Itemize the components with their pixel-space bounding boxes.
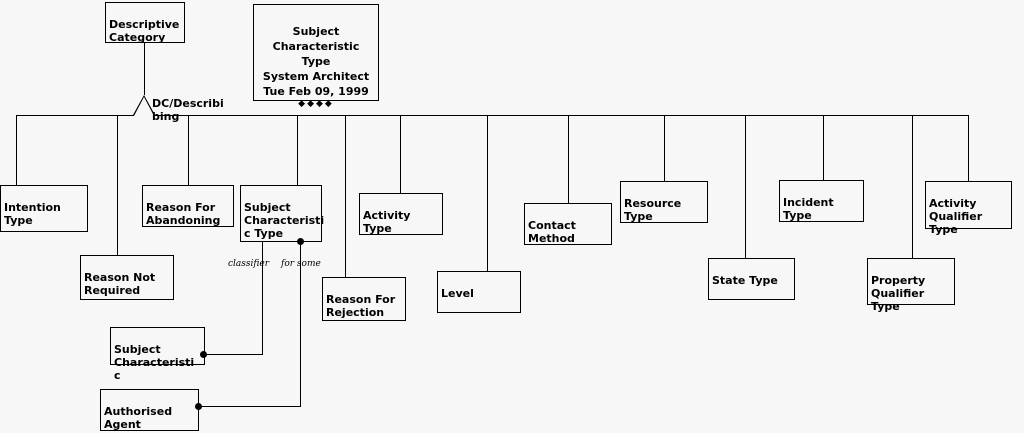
- class-box-resource-type[interactable]: Resource Type: [620, 181, 708, 223]
- class-box-descriptive-category[interactable]: Descriptive Category: [105, 2, 185, 44]
- generalization-triangle-fill: [134, 97, 154, 116]
- class-label-contact-method: Contact Method: [528, 219, 576, 245]
- drop-line-intention-type: [16, 115, 17, 185]
- class-box-reason-not-required[interactable]: Reason Not Required: [80, 255, 174, 300]
- drop-line-reason-not-required: [117, 115, 118, 255]
- drop-line-resource-type: [664, 115, 665, 181]
- title-marker-dots: ◆◆◆◆: [298, 99, 334, 109]
- association-label-classifier: classifier: [228, 259, 270, 269]
- class-label-resource-type: Resource Type: [624, 197, 682, 223]
- class-box-incident-type[interactable]: Incident Type: [779, 180, 864, 222]
- drop-line-activity-type: [400, 115, 401, 193]
- class-label-subject-characteristic-type: Subject Characteristi c Type: [244, 201, 325, 240]
- drop-line-state-type: [745, 115, 746, 258]
- hierarchy-bus-line: [16, 115, 969, 116]
- class-label-property-qualifier-type: Property Qualifier Type: [871, 274, 926, 313]
- association-for-some-source-dot: [297, 238, 304, 245]
- class-box-reason-for-rejection[interactable]: Reason For Rejection: [322, 277, 406, 321]
- drop-line-activity-qualifier-type: [968, 115, 969, 181]
- association-classifier-endpoint-dot: [200, 351, 207, 358]
- class-box-contact-method[interactable]: Contact Method: [524, 203, 612, 245]
- drop-line-incident-type: [823, 115, 824, 180]
- class-box-subject-characteristic[interactable]: Subject Characteristi c: [110, 327, 205, 382]
- class-label-reason-not-required: Reason Not Required: [84, 271, 156, 297]
- class-label-reason-for-rejection: Reason For Rejection: [326, 293, 396, 319]
- class-box-activity-qualifier-type[interactable]: Activity Qualifier Type: [925, 181, 1012, 236]
- class-label-level: Level: [441, 287, 474, 300]
- class-label-authorised-agent: Authorised Agent: [104, 405, 173, 431]
- class-label-state-type: State Type: [712, 274, 778, 287]
- diagram-title-box: Subject Characteristic Type System Archi…: [253, 4, 379, 109]
- class-box-authorised-agent[interactable]: Authorised Agent: [100, 389, 199, 431]
- class-box-property-qualifier-type[interactable]: Property Qualifier Type: [867, 258, 955, 313]
- class-box-level[interactable]: Level: [437, 271, 521, 313]
- class-box-state-type[interactable]: State Type: [708, 258, 795, 300]
- class-box-intention-type[interactable]: Intention Type: [0, 185, 88, 232]
- class-box-activity-type[interactable]: Activity Type: [359, 193, 443, 235]
- class-box-reason-for-abandoning[interactable]: Reason For Abandoning: [142, 185, 234, 227]
- class-label-reason-for-abandoning: Reason For Abandoning: [146, 201, 221, 227]
- drop-line-subject-char-type: [297, 115, 298, 185]
- class-box-subject-characteristic-type[interactable]: Subject Characteristi c Type: [240, 185, 325, 242]
- diagram-title-text: Subject Characteristic Type System Archi…: [262, 25, 370, 98]
- drop-line-reason-for-abandoning: [188, 115, 189, 185]
- association-classifier-vline: [262, 242, 263, 354]
- drop-line-reason-for-rejection: [345, 115, 346, 277]
- association-for-some-endpoint-dot: [195, 403, 202, 410]
- drop-line-property-qualifier-type: [912, 115, 913, 258]
- drop-line-level: [487, 115, 488, 271]
- generalization-label: DC/Describi bing: [152, 97, 224, 123]
- association-classifier-hline: [203, 354, 263, 355]
- class-label-activity-qualifier-type: Activity Qualifier Type: [929, 197, 983, 236]
- association-for-some-hline: [199, 406, 301, 407]
- class-label-activity-type: Activity Type: [363, 209, 411, 235]
- drop-line-contact-method: [568, 115, 569, 203]
- class-label-intention-type: Intention Type: [4, 201, 61, 227]
- class-label-descriptive-category: Descriptive Category: [109, 18, 180, 44]
- association-for-some-vline: [300, 242, 301, 407]
- class-label-subject-characteristic: Subject Characteristi c: [114, 343, 195, 382]
- generalization-stem: [144, 43, 145, 95]
- class-label-incident-type: Incident Type: [783, 196, 834, 222]
- association-label-for-some: for some: [281, 259, 321, 269]
